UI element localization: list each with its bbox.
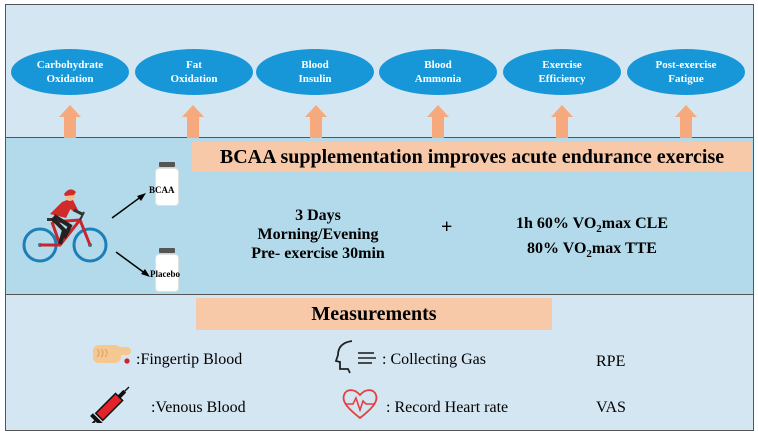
bcaa-bottle-icon	[154, 162, 180, 206]
fingertip-blood-label: :Fingertip Blood	[136, 351, 243, 368]
rpe-label: RPE	[596, 353, 626, 370]
arrow-to-placebo-icon	[115, 251, 150, 277]
up-arrow-icon	[182, 105, 204, 138]
protocol-text: 3 Days Morning/Evening Pre- exercise 30m…	[251, 207, 385, 262]
up-arrow-icon	[551, 105, 573, 138]
collecting-gas-label: : Collecting Gas	[382, 351, 486, 368]
up-arrow-icon	[305, 105, 327, 138]
finger-icon	[93, 345, 131, 364]
measurements-section: Measurements :Fingertip Blood :Venous Bl…	[6, 295, 753, 430]
up-arrow-icon	[59, 105, 81, 138]
bcaa-label: BCAA	[149, 185, 175, 195]
venous-blood-label: :Venous Blood	[151, 399, 246, 416]
breath-icon	[334, 340, 376, 374]
heart-rate-icon	[342, 389, 378, 420]
syringe-icon	[90, 386, 130, 423]
protocol-section: BCAA supplementation improves acute endu…	[6, 138, 753, 295]
placebo-label: Placebo	[150, 269, 180, 279]
measurements-title: Measurements	[196, 298, 552, 330]
arrow-to-bcaa-icon	[111, 193, 146, 219]
up-arrow-icon	[427, 105, 449, 138]
conclusion-banner: BCAA supplementation improves acute endu…	[192, 142, 752, 172]
up-arrow-icon	[675, 105, 697, 138]
plus-sign: +	[441, 216, 453, 238]
vas-label: VAS	[596, 399, 626, 416]
placebo-bottle-icon	[154, 248, 180, 292]
heart-rate-label: : Record Heart rate	[386, 399, 509, 416]
exercise-tests: 1h 60% VO2max CLE 80% VO2max TTE	[515, 215, 669, 261]
cyclist-icon	[22, 189, 108, 263]
